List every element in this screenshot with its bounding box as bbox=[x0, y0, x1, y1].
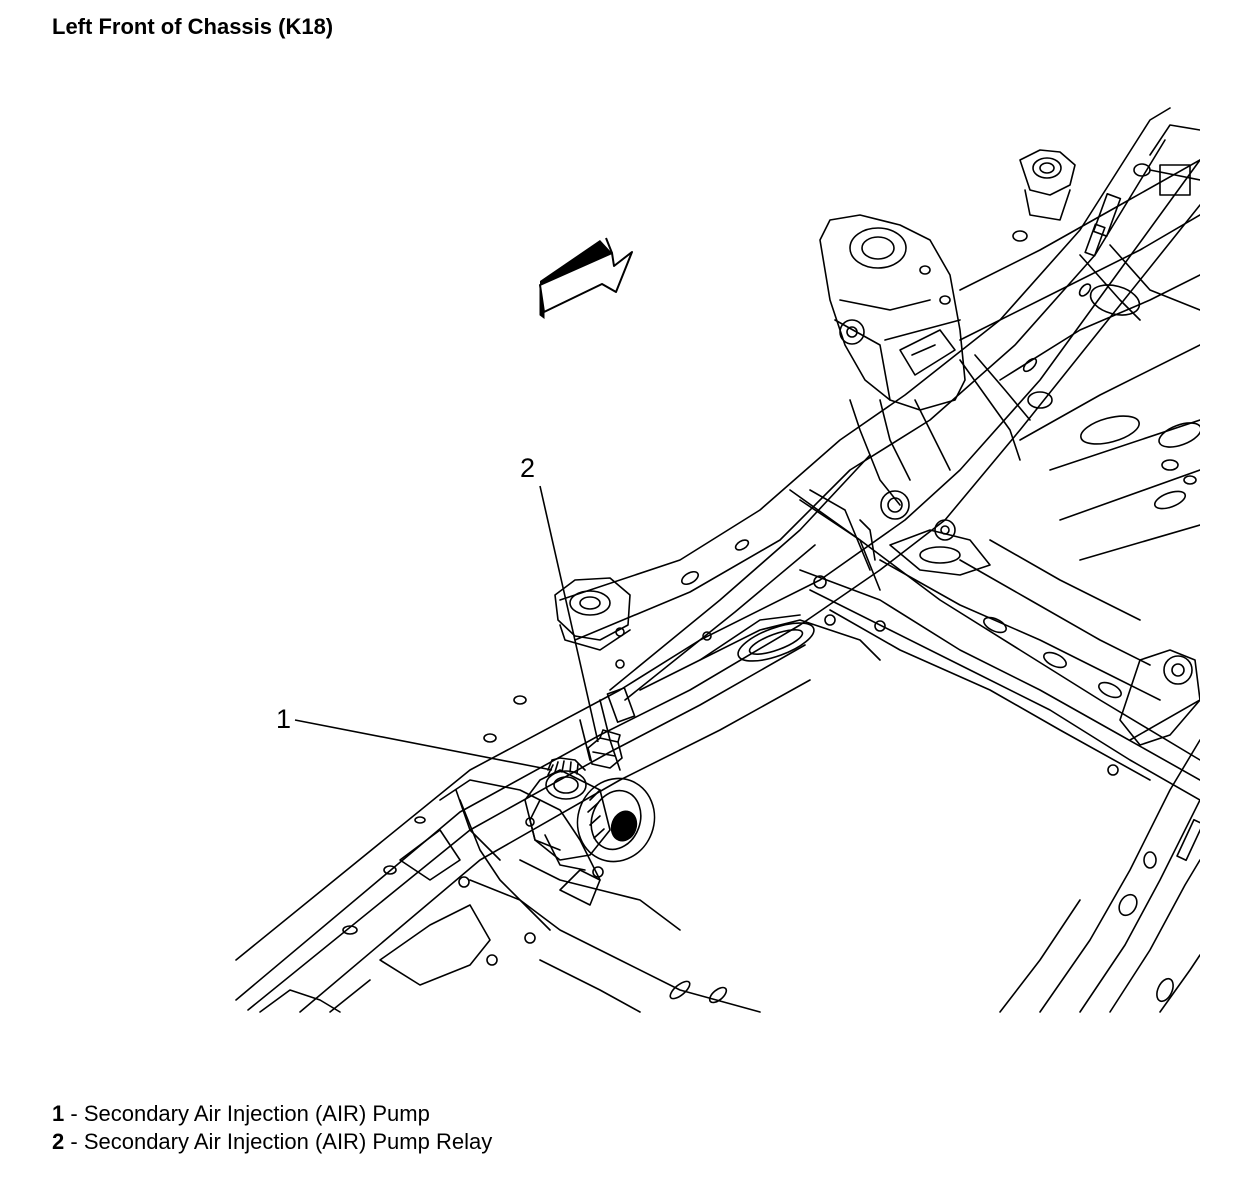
right-frame-rail bbox=[1000, 740, 1203, 1012]
inner-brace bbox=[580, 615, 880, 770]
legend-item: 2 - Secondary Air Injection (AIR) Pump R… bbox=[52, 1128, 492, 1156]
legend-number: 2 bbox=[52, 1129, 65, 1154]
legend: 1 - Secondary Air Injection (AIR) Pump 2… bbox=[52, 1100, 492, 1156]
left-frame-rail bbox=[236, 108, 1200, 1012]
callout-number-1: 1 bbox=[276, 704, 291, 734]
callout-number-2: 2 bbox=[520, 453, 535, 483]
callout-1: 1 bbox=[276, 704, 553, 771]
body-mount-upper bbox=[1020, 150, 1075, 220]
air-pump bbox=[525, 758, 666, 877]
air-pump-relay bbox=[588, 730, 622, 768]
page-title: Left Front of Chassis (K18) bbox=[52, 14, 334, 39]
legend-text: Secondary Air Injection (AIR) Pump Relay bbox=[83, 1129, 493, 1154]
legend-item: 1 - Secondary Air Injection (AIR) Pump bbox=[52, 1100, 492, 1128]
forward-arrow-icon bbox=[539, 237, 633, 319]
body-mount-left bbox=[555, 578, 630, 650]
shock-tower bbox=[820, 215, 1030, 575]
legend-separator: - bbox=[64, 1129, 84, 1154]
legend-text: Secondary Air Injection (AIR) Pump bbox=[83, 1101, 430, 1126]
legend-separator: - bbox=[64, 1101, 84, 1126]
front-crossmember bbox=[960, 125, 1204, 560]
callout-2: 2 bbox=[520, 453, 599, 743]
lower-rail-detail bbox=[260, 696, 760, 1012]
lower-crossmember bbox=[790, 490, 1200, 800]
legend-number: 1 bbox=[52, 1101, 65, 1126]
